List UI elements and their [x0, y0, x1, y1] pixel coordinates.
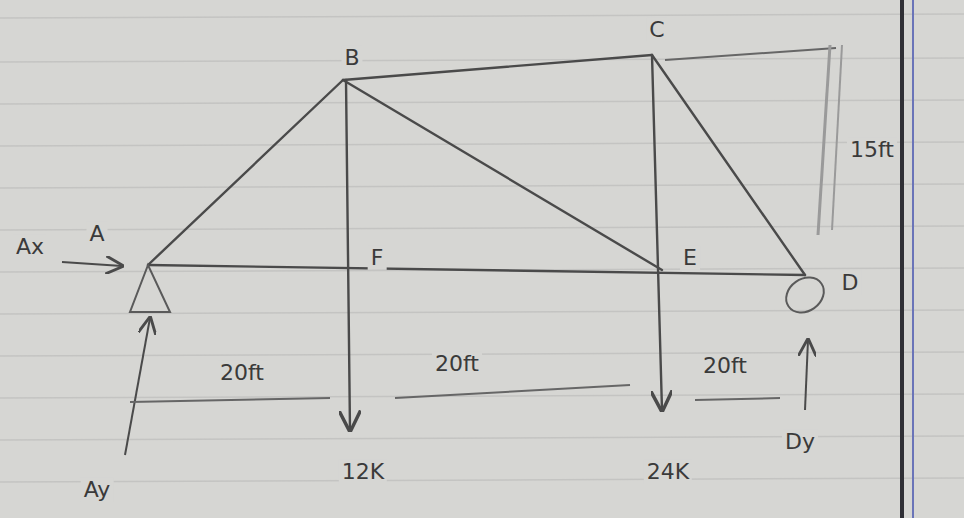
dimension-label: 15ft	[847, 138, 897, 162]
joint-label: C	[646, 18, 667, 42]
ruled-lines	[0, 14, 964, 482]
joint-label: F	[368, 246, 387, 270]
margin-line	[912, 0, 914, 518]
reaction-label: Dy	[782, 430, 818, 454]
reaction-arrows	[62, 262, 808, 455]
dimension-label: 20ft	[217, 361, 267, 385]
joint-label: D	[839, 271, 862, 295]
truss-members	[148, 55, 805, 430]
load-label: 24K	[644, 460, 692, 484]
reaction-label: Ay	[81, 478, 114, 502]
load-label: 12K	[339, 460, 387, 484]
joint-label: A	[86, 222, 107, 246]
joint-label: B	[341, 46, 362, 70]
dimension-label: 20ft	[700, 354, 750, 378]
supports	[130, 265, 831, 320]
dimension-lines	[130, 45, 842, 402]
reaction-label: Ax	[13, 235, 47, 259]
joint-label: E	[680, 246, 700, 270]
margin-line	[900, 0, 904, 518]
dimension-label: 20ft	[432, 352, 482, 376]
